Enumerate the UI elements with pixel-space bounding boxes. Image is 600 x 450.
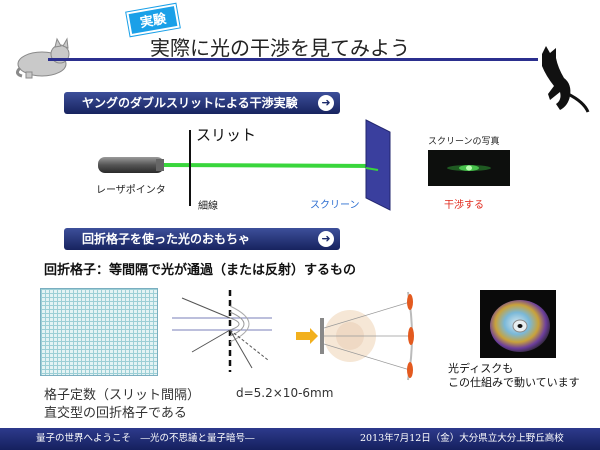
section-bar-grating-toy[interactable]: 回折格子を使った光のおもちゃ ➜ (64, 228, 340, 250)
footer-bar: 量子の世界へようこそ ―光の不思議と量子暗号― 2013年7月12日（金）大分県… (0, 428, 600, 450)
slit-label: スリット (196, 126, 257, 144)
grating-definition: 回折格子：等間隔で光が通過（または反射）するもの (44, 263, 357, 278)
double-slit-diagram (98, 119, 510, 211)
disc-caption-line1: 光ディスクも (448, 362, 514, 375)
grating-caption-line1: 格子定数（スリット間隔） (44, 388, 201, 403)
laser-beam (163, 163, 379, 168)
interference-label: 干渉する (444, 200, 484, 211)
climbing-cat-icon (542, 46, 590, 113)
footer-right-text: 2013年7月12日（金）大分県立大分上野丘高校 (360, 433, 564, 444)
laser-pointer (98, 157, 164, 173)
grating-image (40, 288, 158, 376)
optical-disc-image (480, 290, 556, 358)
arrow-right-icon[interactable]: ➜ (318, 95, 334, 111)
section-bar-label: ヤングのダブルスリットによる干渉実験 (82, 96, 298, 110)
section-bar-double-slit[interactable]: ヤングのダブルスリットによる干渉実験 ➜ (64, 92, 340, 114)
disc-caption-line2: この仕組みで動いています (448, 376, 580, 389)
page-title: 実際に光の干渉を見てみよう (150, 36, 410, 60)
fraunhofer-diagram (296, 291, 414, 381)
footer-left-text: 量子の世界へようこそ ―光の不思議と量子暗号― (36, 433, 255, 444)
arrow-right-icon[interactable]: ➜ (318, 231, 334, 247)
screen-panel (365, 119, 391, 211)
grating-spacing: d=5.2×10-6mm (236, 386, 334, 400)
screen-label: スクリーン (310, 200, 360, 211)
section-bar-label: 回折格子を使った光のおもちゃ (82, 232, 251, 246)
slit-line-label: 細線 (198, 201, 218, 212)
title-underline (48, 58, 538, 61)
grating-caption-line2: 直交型の回折格子である (44, 406, 187, 421)
diffraction-diagram (172, 290, 272, 372)
sleeping-cat-icon (15, 37, 70, 79)
screen-photo-label: スクリーンの写真 (428, 137, 500, 147)
laser-label: レーザポインタ (96, 185, 166, 196)
